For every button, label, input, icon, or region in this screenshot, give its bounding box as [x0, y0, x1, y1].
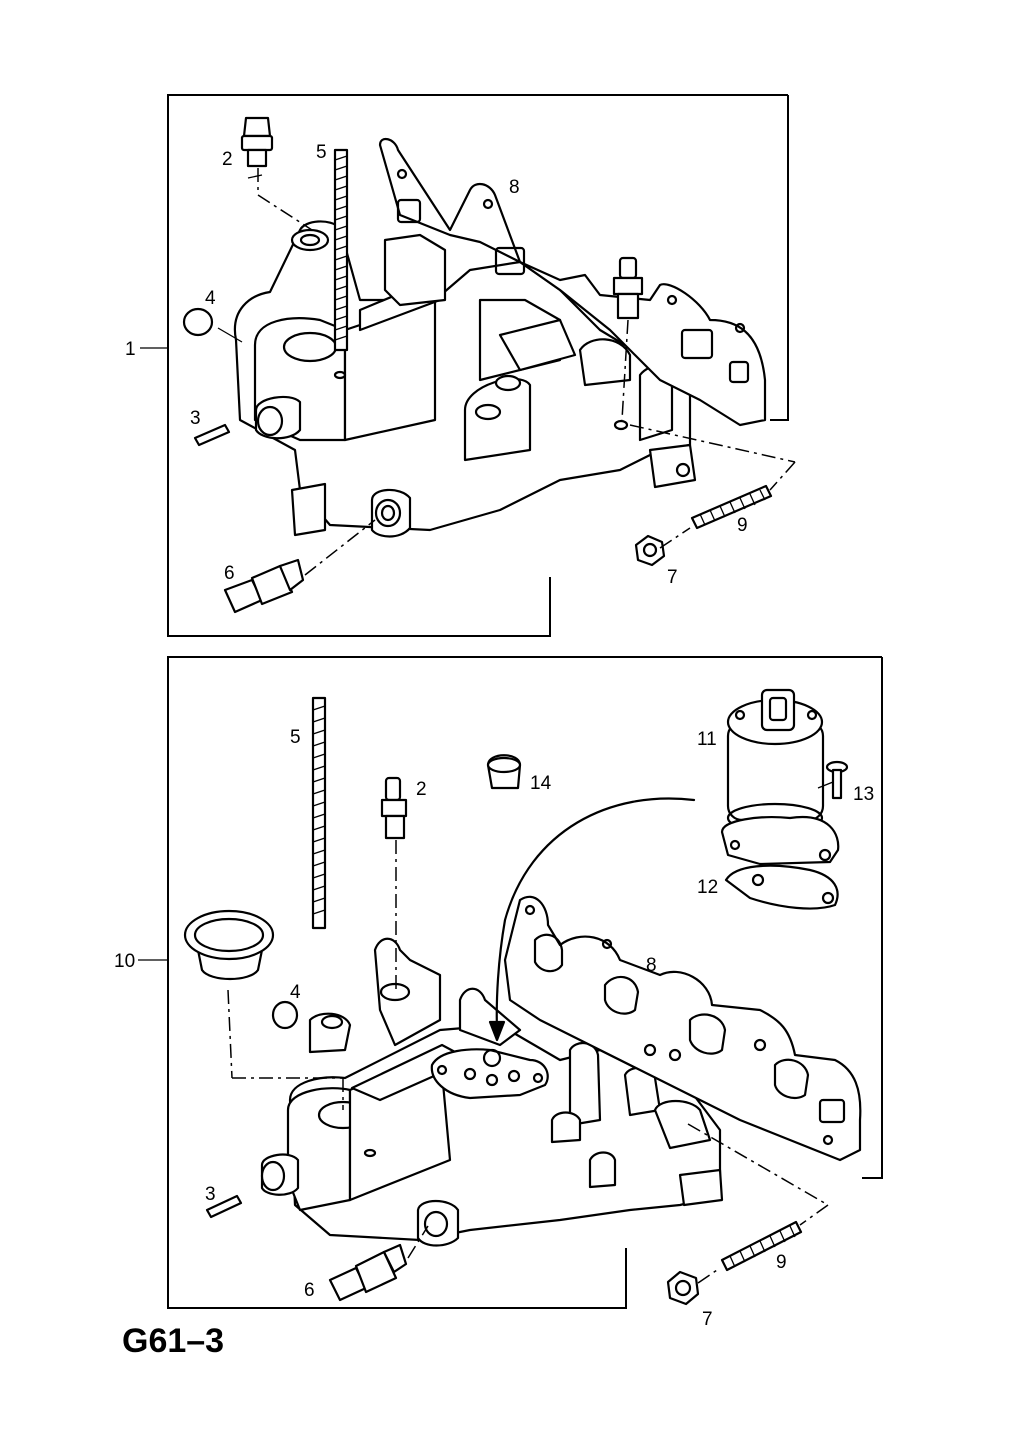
assembly-label-10: 10	[114, 951, 135, 972]
part-label-7: 7	[667, 567, 678, 588]
part-label-9: 9	[737, 515, 748, 536]
assembly-label-1: 1	[125, 339, 136, 360]
part-label-7b: 7	[702, 1309, 713, 1330]
top-stud-9	[629, 424, 796, 549]
part-label-2: 2	[222, 149, 233, 170]
bottom-nut-7	[666, 1270, 700, 1306]
top-sensor-6	[223, 519, 376, 614]
bottom-egr-gasket-12	[724, 864, 839, 910]
bottom-panel-frame	[138, 656, 883, 1309]
top-plug-4	[182, 307, 214, 337]
page-code: G61–3	[122, 1322, 224, 1360]
top-nut-7	[634, 534, 666, 567]
part-label-8: 8	[509, 177, 520, 198]
bottom-sensor-6	[328, 1225, 429, 1302]
bottom-cup-plug-10	[183, 909, 344, 1110]
top-stud-5	[333, 148, 349, 352]
bottom-plug-4	[271, 1000, 299, 1030]
top-panel-frame	[140, 94, 789, 637]
bottom-bolt-13	[825, 760, 849, 800]
part-label-6b: 6	[304, 1280, 315, 1301]
top-gasket	[378, 137, 767, 427]
egr-mounting-arrow	[488, 797, 696, 1042]
part-label-8b: 8	[646, 955, 657, 976]
bottom-pin-3	[205, 1194, 243, 1219]
bottom-stud-5	[311, 696, 327, 930]
part-label-3: 3	[190, 408, 201, 429]
part-label-5b: 5	[290, 727, 301, 748]
bottom-intake-manifold	[260, 937, 724, 1247]
part-label-3b: 3	[205, 1184, 216, 1205]
top-pin-3	[193, 423, 231, 447]
bottom-gasket	[503, 895, 862, 1162]
bottom-sensor-2	[380, 776, 408, 990]
part-label-11: 11	[697, 729, 717, 750]
part-label-5: 5	[316, 142, 327, 163]
bottom-cap-14	[486, 754, 522, 790]
bottom-egr-valve-11	[720, 688, 840, 866]
part-label-13: 13	[853, 784, 874, 805]
part-label-4: 4	[205, 288, 216, 309]
part-label-4b: 4	[290, 982, 301, 1003]
top-intake-manifold	[233, 220, 697, 538]
part-label-6: 6	[224, 563, 235, 584]
part-label-9b: 9	[776, 1252, 787, 1273]
top-temp-sender	[612, 256, 644, 421]
bottom-stud-9	[687, 1123, 829, 1284]
part-label-12: 12	[697, 877, 718, 898]
part-label-14: 14	[530, 773, 552, 794]
part-label-2b: 2	[416, 779, 427, 800]
top-sensor-2	[240, 116, 313, 231]
